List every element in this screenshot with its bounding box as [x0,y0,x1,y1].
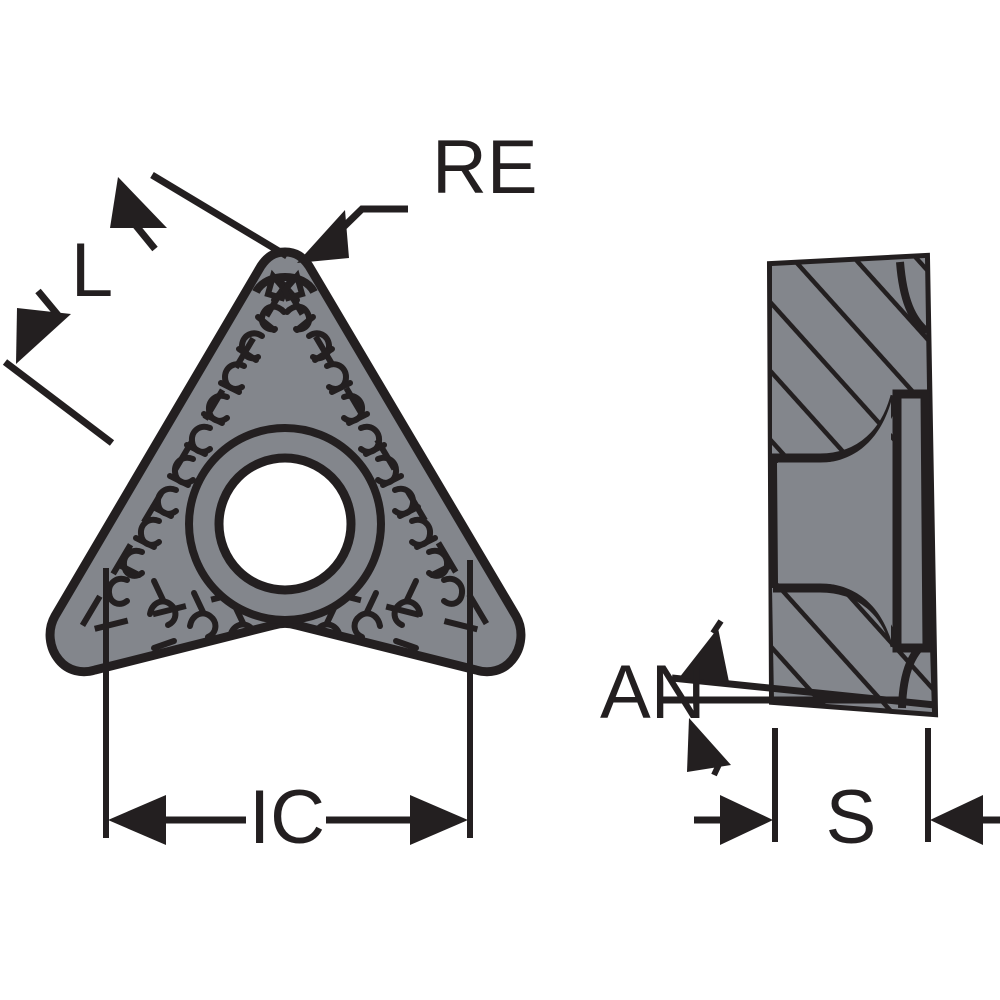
label-IC: IC [249,775,325,860]
S-arrowhead-left [720,795,773,845]
hole-bore-circle [214,453,356,595]
AN-arrow-tail-upper [710,619,724,635]
chipbreaker-dimples-upper-right [271,280,466,607]
RE-arrowhead [297,210,349,263]
dimension-S: S [694,728,1000,860]
IC-arrowhead-right [410,795,468,845]
top-view-group [45,247,526,677]
dimension-L: L [2,171,289,446]
L-arrowhead-upper [110,177,167,228]
L-arrowhead-lower [16,308,71,364]
AN-arrow-tail-lower [711,756,725,777]
L-extension-line-upper [150,171,289,260]
label-AN: AN [600,650,706,735]
AN-arrowhead-upper [679,628,729,682]
S-arrowhead-right [930,795,983,845]
dimension-IC: IC [103,560,473,860]
side-view-bore-band [777,402,891,640]
dimension-AN: AN [600,619,936,777]
side-view-flank-strip [892,389,932,653]
side-view-group [766,252,939,718]
L-extension-line-lower [2,359,115,446]
IC-arrowhead-left [108,795,166,845]
nose-radius-arc [252,273,318,295]
label-RE: RE [432,125,538,210]
label-L: L [71,228,113,313]
label-S: S [826,775,877,860]
side-view-countersink-arc-upper [896,261,930,336]
dimension-RE: RE [297,125,538,263]
